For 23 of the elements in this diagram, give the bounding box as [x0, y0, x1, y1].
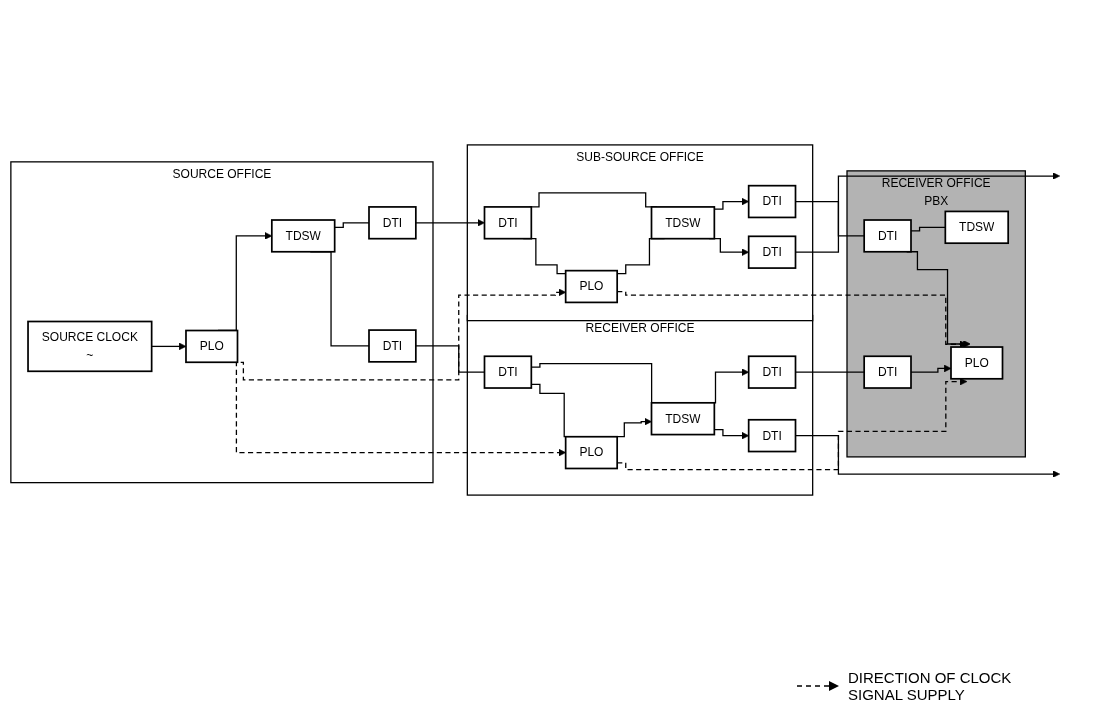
node-box: TDSW	[944, 210, 1010, 245]
node-box: DTI	[368, 206, 417, 240]
node-box: DTI	[483, 355, 533, 389]
node-box: PLO	[185, 329, 239, 364]
legend-text: DIRECTION OF CLOCK SIGNAL SUPPLY	[848, 669, 1013, 703]
node-box: TDSW	[270, 219, 336, 253]
node-box: DTI	[863, 219, 912, 253]
node-box: DTI	[747, 355, 797, 389]
node-box: SOURCE CLOCK ~	[27, 320, 153, 373]
arrow	[415, 219, 485, 227]
node-box: DTI	[747, 418, 797, 453]
node-box: DTI	[368, 329, 417, 363]
node-box: PLO	[564, 435, 619, 470]
node-box: DTI	[747, 184, 797, 219]
connector	[334, 222, 370, 229]
node-box: TDSW	[650, 206, 716, 240]
node-box: PLO	[950, 346, 1004, 380]
node-box: DTI	[747, 235, 797, 269]
node-box: PLO	[564, 269, 619, 304]
node-box: TDSW	[650, 401, 716, 436]
node-label: PBX	[924, 194, 949, 208]
node-box: DTI	[483, 206, 533, 240]
node-box: DTI	[863, 355, 912, 389]
